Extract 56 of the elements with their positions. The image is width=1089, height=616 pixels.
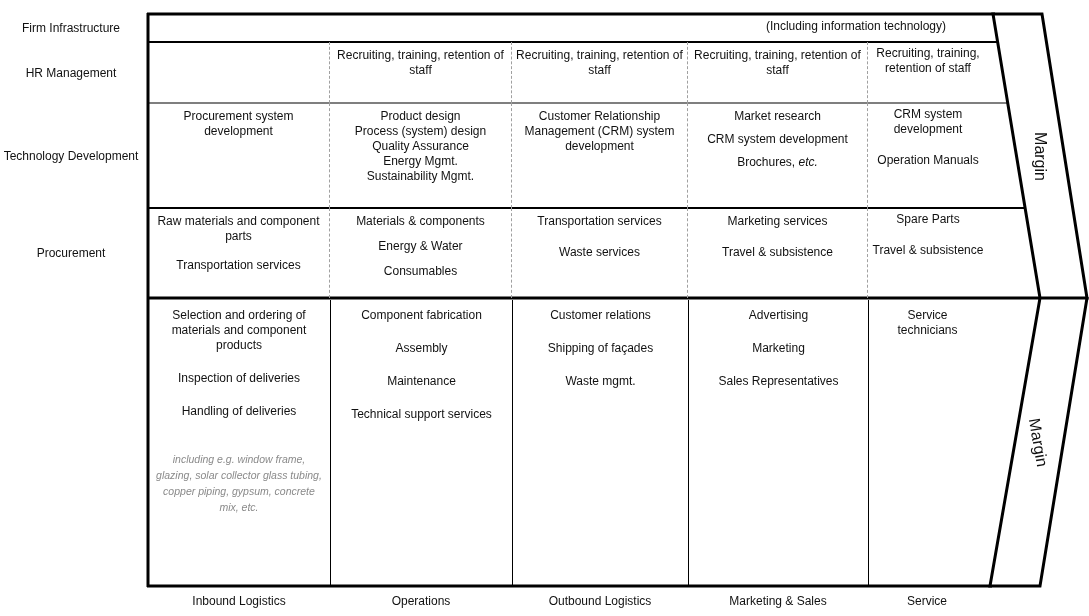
activity-text: Materials & components bbox=[356, 214, 485, 229]
row-heading: Firm Infrastructure bbox=[22, 20, 120, 36]
row-heading: Procurement bbox=[36, 245, 106, 261]
activity-text: Brochures, etc. bbox=[737, 155, 818, 170]
activity-text: Process (system) design bbox=[354, 124, 487, 139]
margin-band bbox=[987, 297, 1089, 588]
activity-text: Marketing bbox=[752, 341, 805, 356]
activity-text: Spare Parts bbox=[896, 212, 960, 227]
activity-text: Waste mgmt. bbox=[565, 374, 636, 389]
activity-text: Marketing services bbox=[727, 214, 828, 229]
margin-band bbox=[990, 12, 1089, 300]
activity-text: Operation Manuals bbox=[877, 153, 979, 168]
activity-text: Recruiting, training, retention of staff bbox=[693, 48, 862, 78]
activity-text: Customer relations bbox=[550, 308, 651, 323]
activity-text: Shipping of façades bbox=[547, 341, 654, 356]
column-heading: Service bbox=[907, 594, 947, 609]
activity-text: Technical support services bbox=[351, 407, 492, 422]
activity-text: Energy Mgmt. bbox=[383, 154, 458, 169]
activity-text: Inspection of deliveries bbox=[177, 371, 301, 386]
activity-text: Raw materials and component parts bbox=[156, 214, 321, 244]
row-heading: Technology Development bbox=[3, 147, 139, 164]
activity-text: Advertising bbox=[748, 308, 809, 323]
activity-text: Sales Representatives bbox=[718, 374, 839, 389]
activity-text: Assembly bbox=[395, 341, 448, 356]
activity-text: CRM system development bbox=[892, 107, 964, 137]
activity-text: Transportation services bbox=[537, 214, 662, 229]
activity-text: (Including information technology) bbox=[764, 19, 948, 34]
activity-text: Component fabrication bbox=[361, 308, 482, 323]
activity-text: Consumables bbox=[383, 264, 458, 279]
activity-text: Travel & subsistence bbox=[722, 245, 833, 260]
activity-text: Customer Relationship Management (CRM) system development bbox=[523, 109, 676, 154]
activity-text: Market research bbox=[734, 109, 821, 124]
activity-text: Recruiting, training, retention of staff bbox=[336, 48, 505, 78]
activity-text: Selection and ordering of materials and component products bbox=[170, 308, 308, 353]
activity-text: Quality Assurance bbox=[372, 139, 469, 154]
activity-text: Waste services bbox=[559, 245, 640, 260]
column-heading: Outbound Logistics bbox=[548, 594, 652, 609]
activity-text: Sustainability Mgmt. bbox=[366, 169, 475, 184]
activity-text: Handling of deliveries bbox=[181, 404, 297, 419]
activity-text: CRM system development bbox=[707, 132, 848, 147]
activity-text: Energy & Water bbox=[378, 239, 463, 254]
activity-text: Recruiting, training, retention of staff bbox=[875, 46, 981, 76]
column-heading: Inbound Logistics bbox=[192, 594, 286, 609]
activity-text: Transportation services bbox=[176, 258, 301, 273]
activity-text: Product design bbox=[380, 109, 461, 124]
activity-text: Travel & subsistence bbox=[872, 243, 984, 258]
row-heading: HR Management bbox=[25, 64, 117, 81]
column-heading: Operations bbox=[391, 594, 451, 609]
column-heading: Marketing & Sales bbox=[729, 594, 827, 609]
margin-label: Margin bbox=[1026, 417, 1050, 468]
margin-label: Margin bbox=[1032, 131, 1048, 181]
activity-text: Procurement system development bbox=[182, 109, 295, 139]
activity-text: Maintenance bbox=[387, 374, 456, 389]
activity-text: Recruiting, training, retention of staff bbox=[516, 48, 683, 78]
activity-text: including e.g. window frame, glazing, solar collector glass tubing, copper piping, gypsum, concrete mix, etc. bbox=[156, 452, 322, 515]
activity-text: Service technicians bbox=[896, 308, 959, 338]
